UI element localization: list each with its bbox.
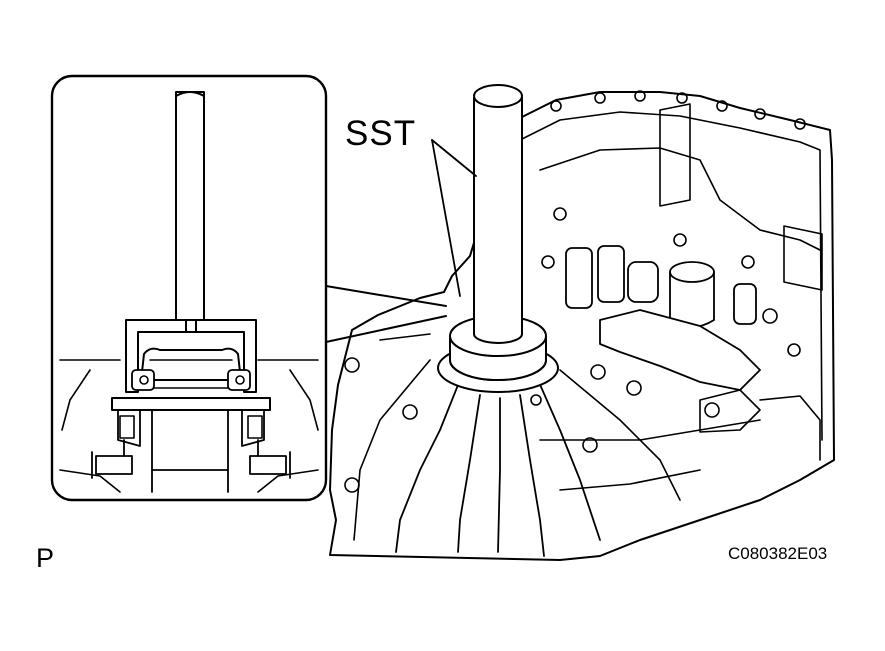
inset-sst-cup (125, 319, 257, 393)
transaxle-case (329, 84, 835, 561)
sst-leader-lines (431, 139, 477, 297)
sst-tool-bar (473, 84, 523, 344)
internal-components (541, 103, 823, 461)
case-ribs (353, 333, 761, 557)
inset-bearing-housing (111, 397, 271, 493)
inset-bolts (91, 439, 291, 479)
inset-oil-seal (131, 347, 251, 391)
inset-housing (59, 359, 319, 493)
inset-sst-shaft (175, 91, 205, 325)
figure-code: C080382E03 (728, 544, 828, 563)
corner-letter: P (36, 543, 55, 573)
detail-inset (50, 74, 447, 502)
sst-callout-label: SST (345, 114, 417, 153)
